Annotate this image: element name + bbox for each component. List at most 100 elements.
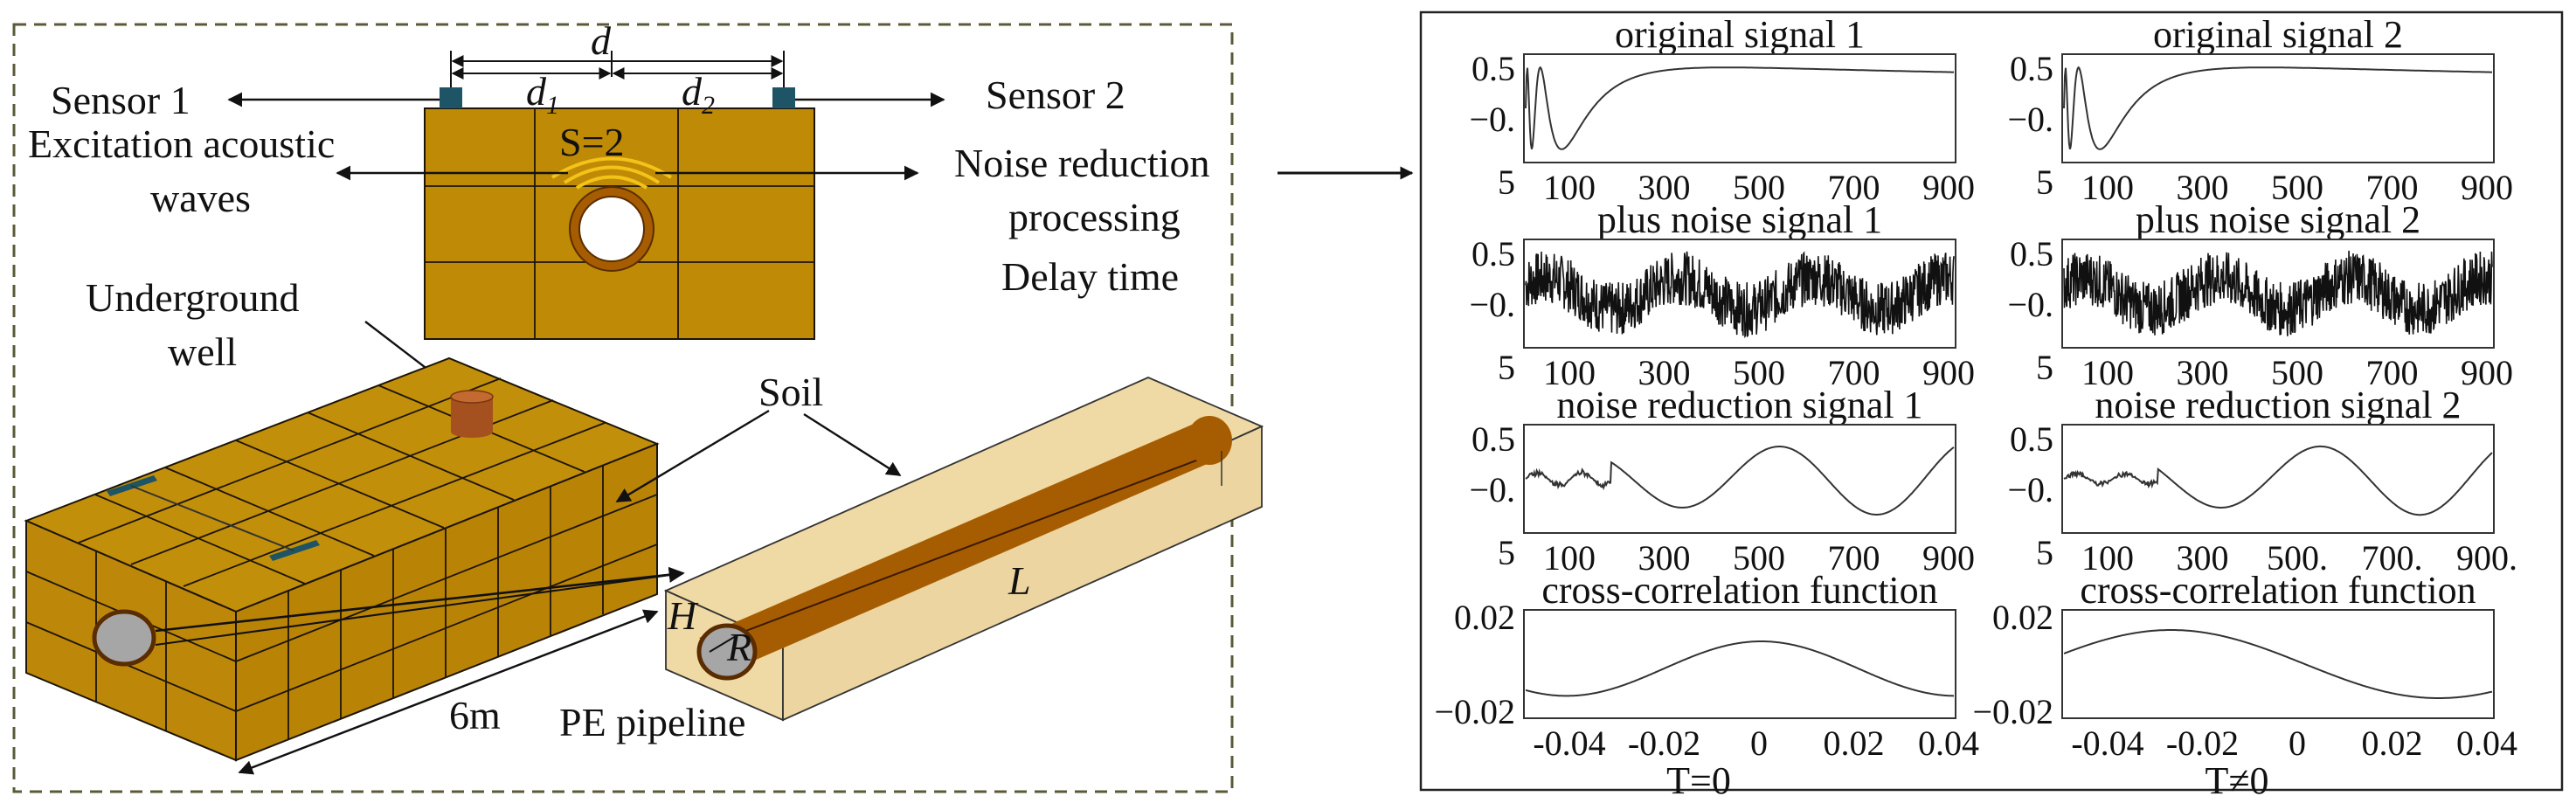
sensor-2-marker — [772, 87, 795, 108]
y-tick-label: −0. — [1469, 470, 1515, 509]
plot-title: noise reduction signal 2 — [2095, 384, 2461, 426]
plot-title: plus noise signal 1 — [1597, 198, 1882, 241]
x-tick-label: 0.04 — [1918, 723, 1979, 763]
signal-trace — [1525, 640, 1954, 697]
left-panel-dashed-frame — [12, 23, 1234, 793]
sensor-1-marker — [440, 87, 462, 108]
x-tick-label: 0 — [1750, 723, 1768, 763]
x-tick-label: 700 — [2366, 168, 2419, 207]
y-tick-label: 5 — [1498, 163, 1515, 202]
x-tick-label: -0.02 — [1628, 723, 1700, 763]
signal-trace — [2063, 250, 2493, 336]
x-tick-label: 700 — [1828, 538, 1880, 578]
label-well-line2: well — [168, 329, 237, 374]
block-pipe-opening — [92, 609, 156, 667]
plot-frame — [1523, 609, 1956, 719]
x-tick-label: 900 — [2461, 353, 2513, 392]
left-panel: d d1 d2 S=2 Sensor 1 Sensor 2 Excitation… — [12, 18, 1264, 793]
plot-frame — [2061, 424, 2495, 534]
x-tick-label: 700. — [2362, 538, 2423, 578]
soil-pointer-1 — [615, 409, 770, 503]
y-tick-label: 0.5 — [1472, 234, 1515, 273]
distance-markers — [450, 51, 785, 87]
label-distance-d1: d1 — [526, 69, 559, 120]
label-noise-line2: processing — [1008, 195, 1181, 239]
x-tick-label: 500 — [2271, 353, 2323, 392]
y-tick-label: 5 — [2036, 533, 2053, 572]
plot-title: original signal 2 — [2153, 13, 2403, 56]
x-tick-label: 700 — [1828, 353, 1880, 392]
plot-frame — [1523, 424, 1956, 534]
plot-frame — [2061, 609, 2495, 719]
x-tick-label: 100 — [1543, 353, 1596, 392]
y-tick-label: 0.02 — [1992, 598, 2053, 637]
signal-trace — [2063, 629, 2493, 699]
label-6m: 6m — [449, 693, 501, 737]
signal-plot: cross-correlation function 0.02 −0.02 -0.04… — [1972, 569, 2517, 802]
label-noise-line3: Delay time — [1001, 254, 1179, 299]
plot-title: noise reduction signal 1 — [1556, 384, 1922, 426]
label-height-H: H — [667, 593, 699, 638]
x-tick-label: 300 — [2177, 168, 2229, 207]
x-tick-label: 700 — [2366, 353, 2419, 392]
signal-trace — [1525, 446, 1955, 516]
y-tick-label: −0. — [1469, 100, 1515, 139]
y-tick-label: 0.5 — [2010, 49, 2053, 88]
block-sensors — [107, 475, 320, 561]
x-tick-label: 500. — [2267, 538, 2328, 578]
label-distance-d2: d2 — [682, 69, 715, 120]
x-tick-label: 100 — [1543, 538, 1596, 578]
x-tick-label: 900 — [1922, 168, 1975, 207]
x-tick-label: 100 — [2081, 168, 2134, 207]
length-6m-arrow — [238, 609, 659, 775]
signal-trace — [1525, 66, 1954, 150]
signal-trace — [2063, 66, 2492, 150]
soil-pointer-2 — [803, 412, 902, 477]
plot-title: original signal 1 — [1615, 13, 1865, 56]
x-tick-label: 300 — [1638, 168, 1691, 207]
signal-plot: cross-correlation function0.02−0.02-0.04… — [1434, 569, 1979, 802]
y-tick-label: −0.02 — [1972, 692, 2053, 731]
x-tick-label: 300 — [2177, 538, 2229, 578]
y-tick-label: 0.5 — [2010, 419, 2053, 459]
label-length-L: L — [1008, 558, 1031, 603]
y-tick-label: −0. — [2007, 285, 2053, 324]
x-tick-label: 900 — [2461, 168, 2513, 207]
x-tick-label: -0.04 — [1533, 723, 1605, 763]
x-tick-label: 300 — [1638, 538, 1691, 578]
x-tick-label: 700 — [1828, 168, 1880, 207]
x-tick-label: 0.02 — [2362, 723, 2423, 763]
x-tick-label: 300 — [2177, 353, 2229, 392]
plot-title: plus noise signal 2 — [2136, 198, 2420, 241]
y-tick-label: −0.02 — [1434, 692, 1515, 731]
label-pipeline: PE pipeline — [559, 700, 745, 744]
x-tick-label: 500 — [1733, 538, 1785, 578]
x-tick-label: 100 — [2081, 353, 2134, 392]
label-well-line1: Underground — [86, 275, 299, 320]
y-tick-label: 5 — [1498, 533, 1515, 572]
label-radius-R: R — [726, 625, 751, 669]
plot-caption: T=0 — [1666, 759, 1731, 802]
y-tick-label: 0.5 — [1472, 419, 1515, 459]
plot-title: cross-correlation function — [1541, 569, 1937, 612]
x-tick-label: 500 — [1733, 353, 1785, 392]
pipe-end-opening — [696, 623, 758, 681]
label-soil: Soil — [758, 370, 823, 414]
label-source: S=2 — [559, 120, 625, 164]
plot-title: cross-correlation function — [2080, 569, 2476, 612]
cross-section-block — [424, 87, 815, 340]
signal-trace — [1525, 251, 1955, 338]
y-tick-label: −0. — [1469, 285, 1515, 324]
y-tick-label: 0.5 — [1472, 49, 1515, 88]
label-distance-d: d — [591, 18, 612, 63]
x-tick-label: 900 — [1922, 353, 1975, 392]
x-tick-label: -0.04 — [2071, 723, 2143, 763]
well-cylinder — [450, 390, 494, 438]
x-tick-label: 0 — [2289, 723, 2306, 763]
x-tick-label: 100 — [1543, 168, 1596, 207]
x-tick-label: 900 — [1922, 538, 1975, 578]
